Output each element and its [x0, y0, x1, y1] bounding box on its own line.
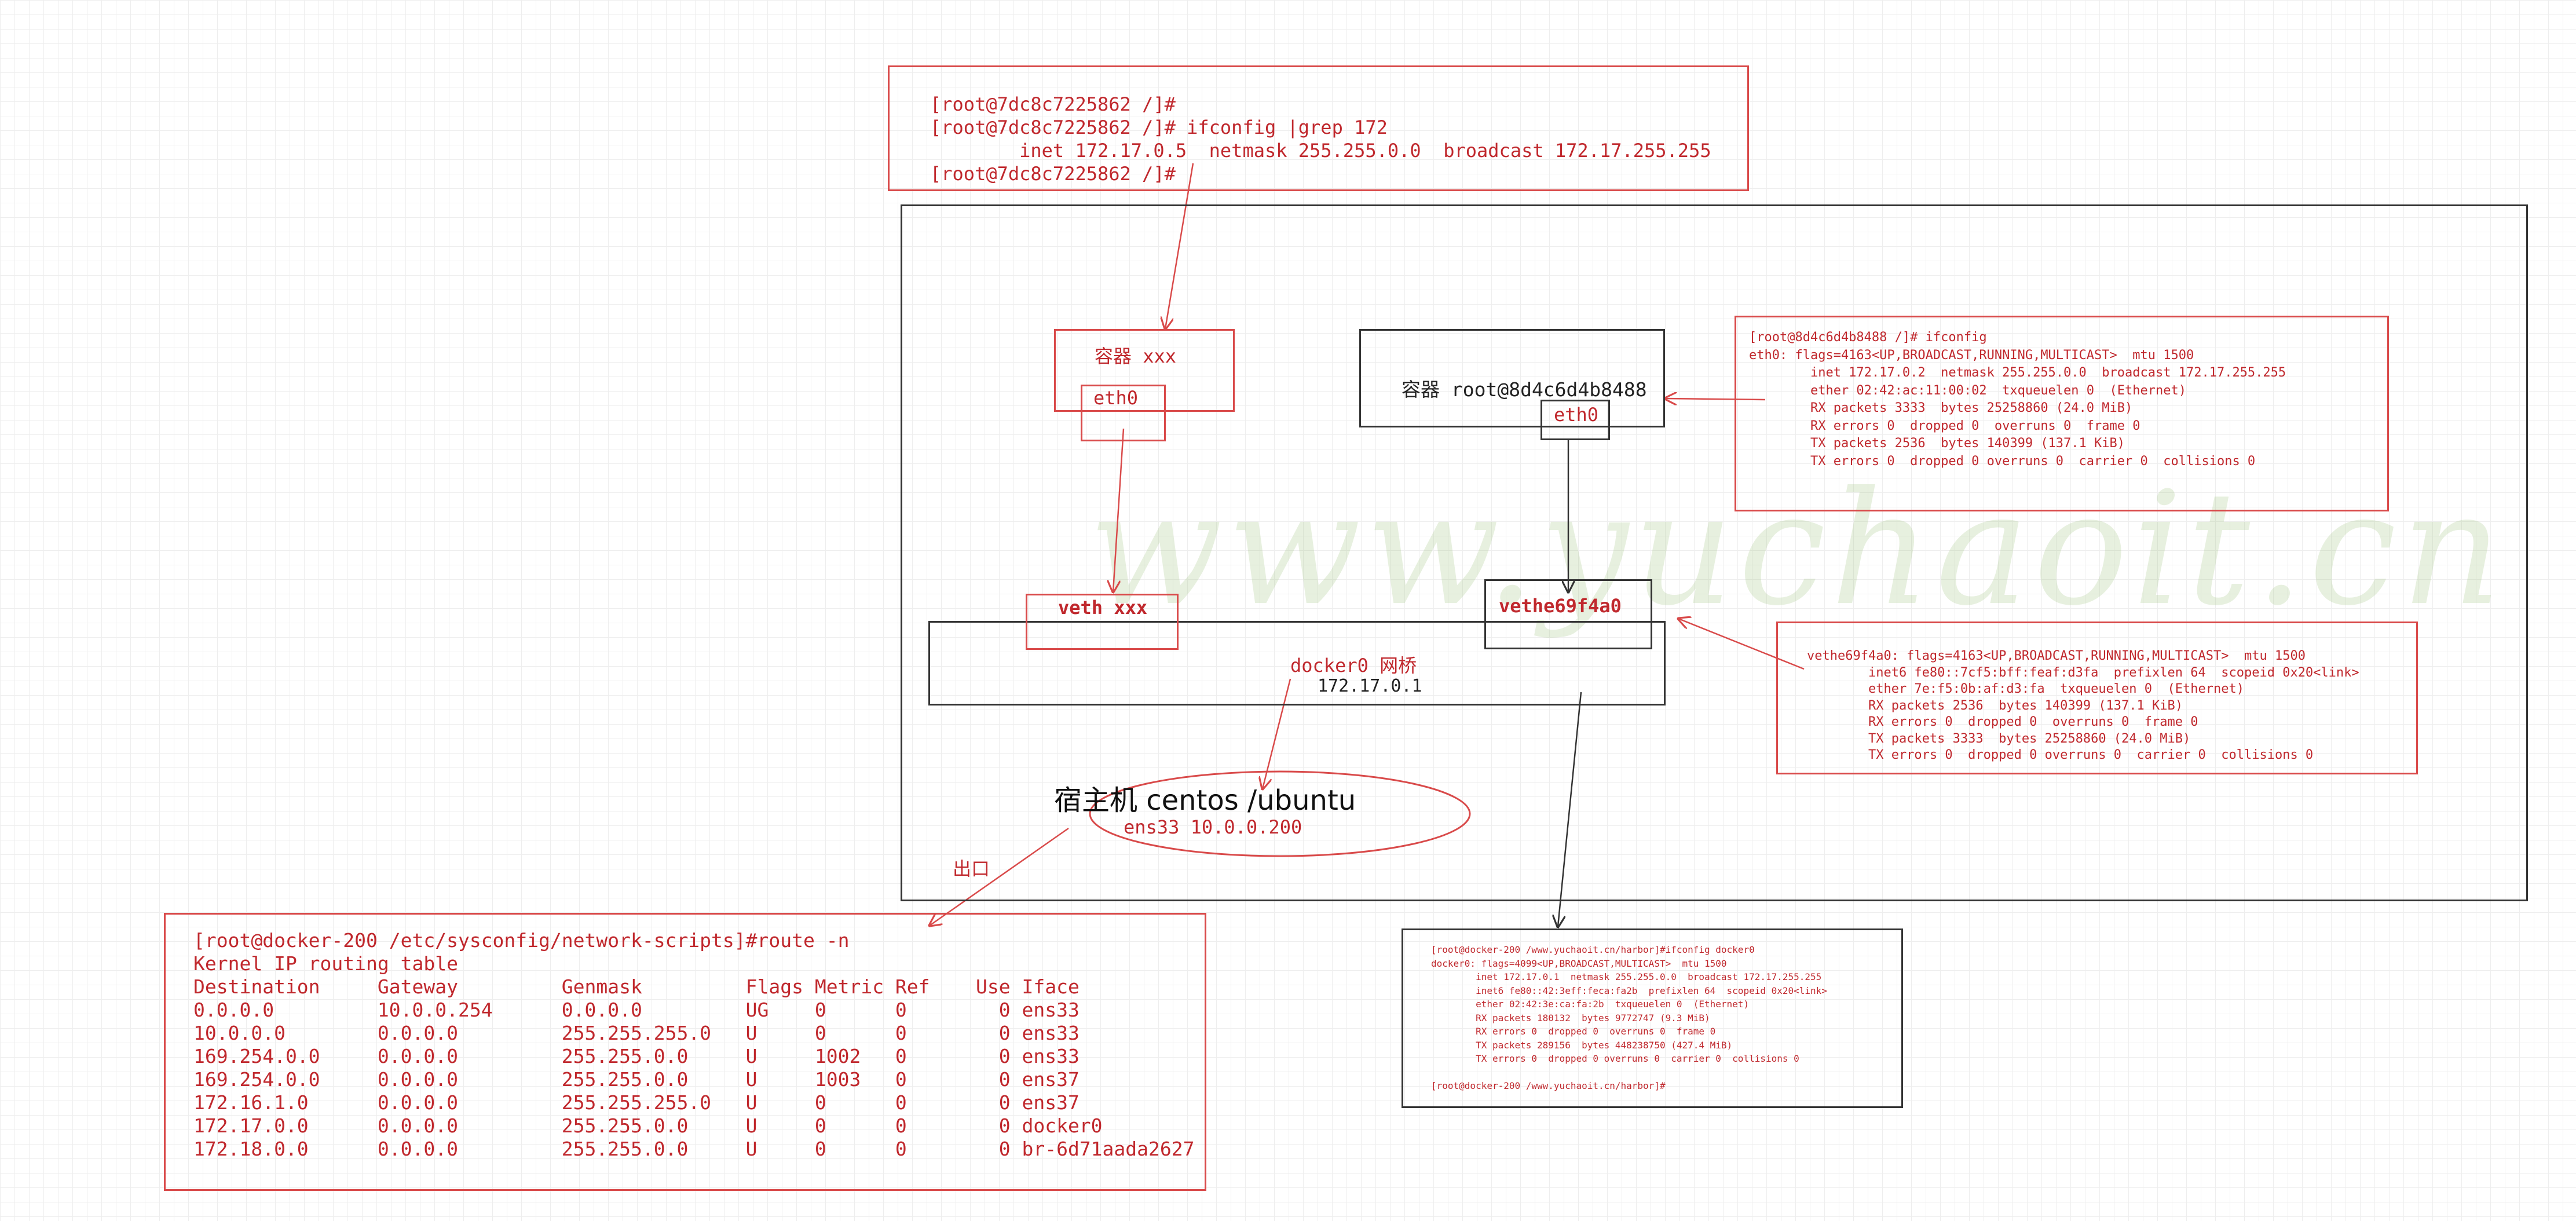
bridge-label: docker0 网桥	[1290, 655, 1417, 677]
docker0-ifconfig-text: [root@docker-200 /www.yuchaoit.cn/harbor…	[1431, 944, 1827, 1091]
host-title: 宿主机 centos /ubuntu	[1054, 784, 1356, 817]
container-terminal-box: [root@7dc8c7225862 /]# [root@7dc8c722586…	[888, 65, 1749, 191]
arrow-host-exit-to-route	[930, 827, 1069, 926]
eth0-ifconfig-text: [root@8d4c6d4b8488 /]# ifconfig eth0: fl…	[1749, 330, 2286, 469]
arrow-ifconfig-to-eth0	[1665, 399, 1766, 400]
arrow-veth-ifconfig-to-vethe69f4a0	[1678, 619, 1805, 670]
vethe69f4a0-label: vethe69f4a0	[1499, 595, 1622, 617]
veth-ifconfig-box: vethe69f4a0: flags=4163<UP,BROADCAST,RUN…	[1776, 622, 2418, 774]
veth-ifconfig-text: vethe69f4a0: flags=4163<UP,BROADCAST,RUN…	[1807, 649, 2359, 762]
container-xxx-box	[1054, 329, 1235, 412]
eth0-ifconfig-box: [root@8d4c6d4b8488 /]# ifconfig eth0: fl…	[1735, 316, 2389, 511]
vethe69f4a0-box	[1484, 579, 1652, 649]
container-root-label: 容器 root@8d4c6d4b8488	[1402, 378, 1647, 401]
route-terminal-box: [root@docker-200 /etc/sysconfig/network-…	[164, 913, 1206, 1191]
container-xxx-eth0	[1081, 385, 1166, 441]
docker0-ifconfig-box: [root@docker-200 /www.yuchaoit.cn/harbor…	[1402, 928, 1903, 1108]
container-root-eth0-label: eth0	[1554, 404, 1599, 426]
container-xxx-eth0-label: eth0	[1093, 387, 1139, 409]
exit-label: 出口	[953, 858, 990, 880]
bridge-ip: 172.17.0.1	[1318, 676, 1422, 696]
arrow-eth0-to-veth-xxx	[1113, 428, 1125, 592]
docker0-bridge-box	[928, 621, 1666, 705]
arrow-bridge-to-docker0-ifconfig	[1558, 692, 1582, 927]
host-frame	[901, 204, 2528, 901]
container-root-box	[1359, 329, 1665, 427]
route-terminal-text: [root@docker-200 /etc/sysconfig/network-…	[193, 929, 1195, 1160]
arrow-bridge-to-host	[1263, 678, 1291, 789]
container-root-eth0	[1541, 400, 1610, 440]
veth-xxx-box	[1026, 594, 1179, 650]
host-ens33: ens33 10.0.0.200	[1124, 816, 1302, 838]
veth-xxx-label: veth xxx	[1058, 597, 1148, 619]
container-xxx-label: 容器 xxx	[1095, 345, 1177, 367]
container-terminal-text: [root@7dc8c7225862 /]# [root@7dc8c722586…	[930, 93, 1711, 185]
